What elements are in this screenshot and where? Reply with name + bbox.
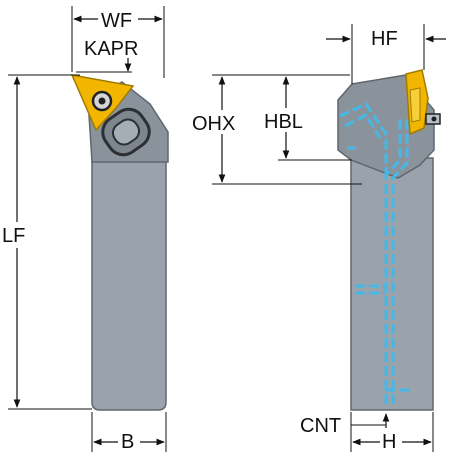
cnt-label: CNT	[300, 415, 341, 437]
b-label: B	[121, 431, 134, 453]
left-shank	[91, 159, 167, 411]
kapr-dimension: KAPR	[76, 38, 138, 73]
h-dimension: H	[350, 412, 434, 453]
h-label: H	[382, 431, 396, 453]
hf-dimension: HF	[326, 24, 446, 84]
right-tool	[337, 69, 441, 411]
cnt-dimension: CNT	[300, 413, 390, 437]
hf-label: HF	[371, 28, 398, 50]
ohx-label: OHX	[192, 113, 235, 135]
wf-dimension: WF	[71, 6, 165, 78]
ohx-dimension: OHX	[190, 74, 362, 185]
lf-label: LF	[2, 225, 25, 247]
coolant-channels	[339, 102, 410, 404]
hbl-label: HBL	[264, 111, 303, 133]
hbl-dimension: HBL	[262, 76, 352, 161]
lf-dimension: LF	[2, 74, 92, 410]
kapr-label: KAPR	[84, 38, 138, 60]
b-dimension: B	[91, 412, 167, 453]
wf-label: WF	[101, 10, 132, 32]
left-tool	[70, 74, 169, 411]
